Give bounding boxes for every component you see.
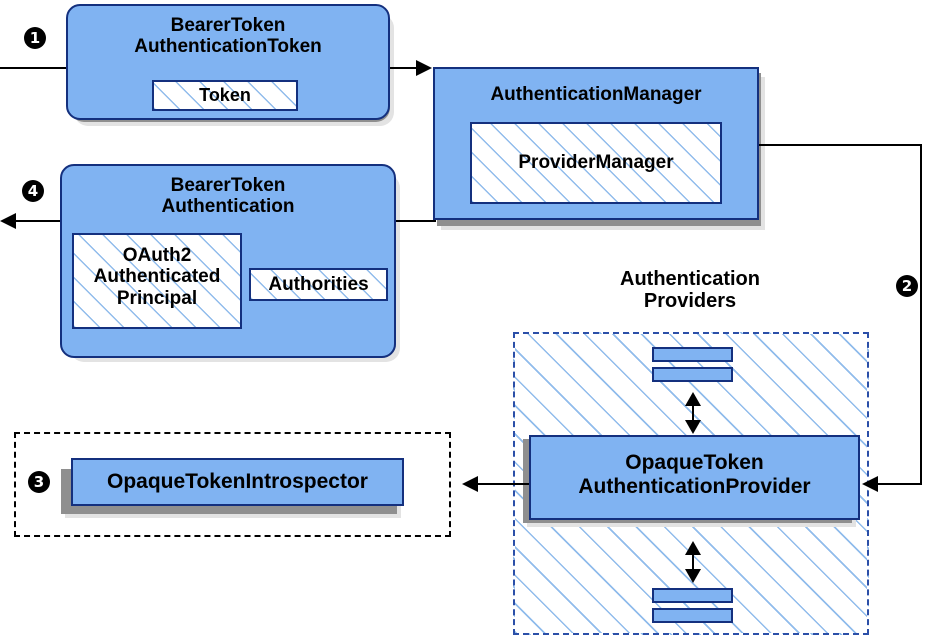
connector-provider-stack-top — [692, 396, 694, 430]
connector-manager-to-provider-bottom — [878, 483, 922, 485]
authentication-providers-caption: Authentication Providers — [560, 268, 820, 313]
connector-outbound-authentication — [16, 220, 62, 222]
authentication-providers-caption-line2: Providers — [643, 290, 737, 313]
step-badge-4: 4 — [22, 180, 44, 202]
arrowhead-provider-stack-top-up — [685, 392, 701, 406]
collapsed-provider-bar-bottom-2 — [652, 608, 733, 623]
bearer-token-authentication-token-title-line2: AuthenticationToken — [134, 36, 322, 58]
arrowhead-into-opaque-token-authentication-provider — [862, 476, 878, 492]
collapsed-provider-bar-top-1 — [652, 347, 733, 362]
bearer-token-authentication-title-line1: BearerToken — [170, 175, 286, 196]
bearer-token-authentication-token-title-line1: BearerToken — [170, 15, 286, 36]
arrowhead-provider-stack-bottom-down — [685, 569, 701, 583]
arrowhead-outbound-authentication — [0, 213, 16, 229]
token-inner-node[interactable]: Token — [152, 80, 298, 111]
connector-manager-to-provider-vertical — [920, 144, 922, 484]
bearer-token-authentication-title: BearerToken Authentication — [62, 166, 394, 218]
opaque-token-authentication-provider-node[interactable]: OpaqueToken AuthenticationProvider — [529, 435, 860, 520]
authentication-manager-title: AuthenticationManager — [490, 84, 702, 105]
connector-token-to-manager — [390, 67, 420, 69]
opaque-token-authentication-provider-title-line1: OpaqueToken — [625, 451, 764, 474]
authorities-label: Authorities — [268, 273, 369, 295]
arrowhead-token-to-manager — [416, 60, 432, 76]
oauth2-authenticated-principal-node[interactable]: OAuth2 Authenticated Principal — [72, 233, 242, 329]
opaque-token-introspector-group — [14, 432, 451, 537]
oauth2-authenticated-principal-line2: Authenticated — [93, 266, 221, 288]
opaque-token-authentication-provider-title-line2: AuthenticationProvider — [578, 474, 811, 498]
arrowhead-into-opaque-token-introspector — [462, 476, 478, 492]
bearer-token-authentication-token-title: BearerToken AuthenticationToken — [68, 6, 388, 58]
collapsed-provider-bar-bottom-1 — [652, 588, 733, 603]
connector-provider-stack-bottom — [692, 545, 694, 579]
arrowhead-provider-stack-top-down — [685, 420, 701, 434]
step-badge-1: 1 — [24, 27, 46, 49]
bearer-token-authentication-token-node[interactable]: BearerToken AuthenticationToken — [66, 4, 390, 120]
connector-manager-to-bearer-token-authentication — [396, 220, 436, 222]
oauth2-authenticated-principal-line3: Principal — [116, 287, 198, 309]
opaque-token-introspector-node[interactable]: OpaqueTokenIntrospector — [71, 458, 404, 506]
provider-manager-inner-node[interactable]: ProviderManager — [470, 122, 722, 204]
oauth2-authenticated-principal-line1: OAuth2 — [122, 245, 192, 266]
bearer-token-authentication-title-line2: Authentication — [161, 196, 295, 218]
step-badge-3: 3 — [28, 471, 50, 493]
arrowhead-provider-stack-bottom-up — [685, 541, 701, 555]
provider-manager-label: ProviderManager — [518, 152, 674, 174]
collapsed-provider-bar-top-2 — [652, 367, 733, 382]
opaque-token-authentication-provider-title: OpaqueToken AuthenticationProvider — [531, 437, 858, 498]
authentication-providers-caption-line1: Authentication — [620, 268, 760, 290]
connector-manager-to-provider-top — [758, 144, 922, 146]
opaque-token-introspector-label: OpaqueTokenIntrospector — [107, 470, 368, 494]
connector-inbound-request — [0, 67, 68, 69]
token-inner-label: Token — [199, 85, 251, 106]
connector-provider-to-introspector — [478, 483, 540, 485]
authorities-node[interactable]: Authorities — [249, 268, 388, 301]
step-badge-2: 2 — [896, 275, 918, 297]
